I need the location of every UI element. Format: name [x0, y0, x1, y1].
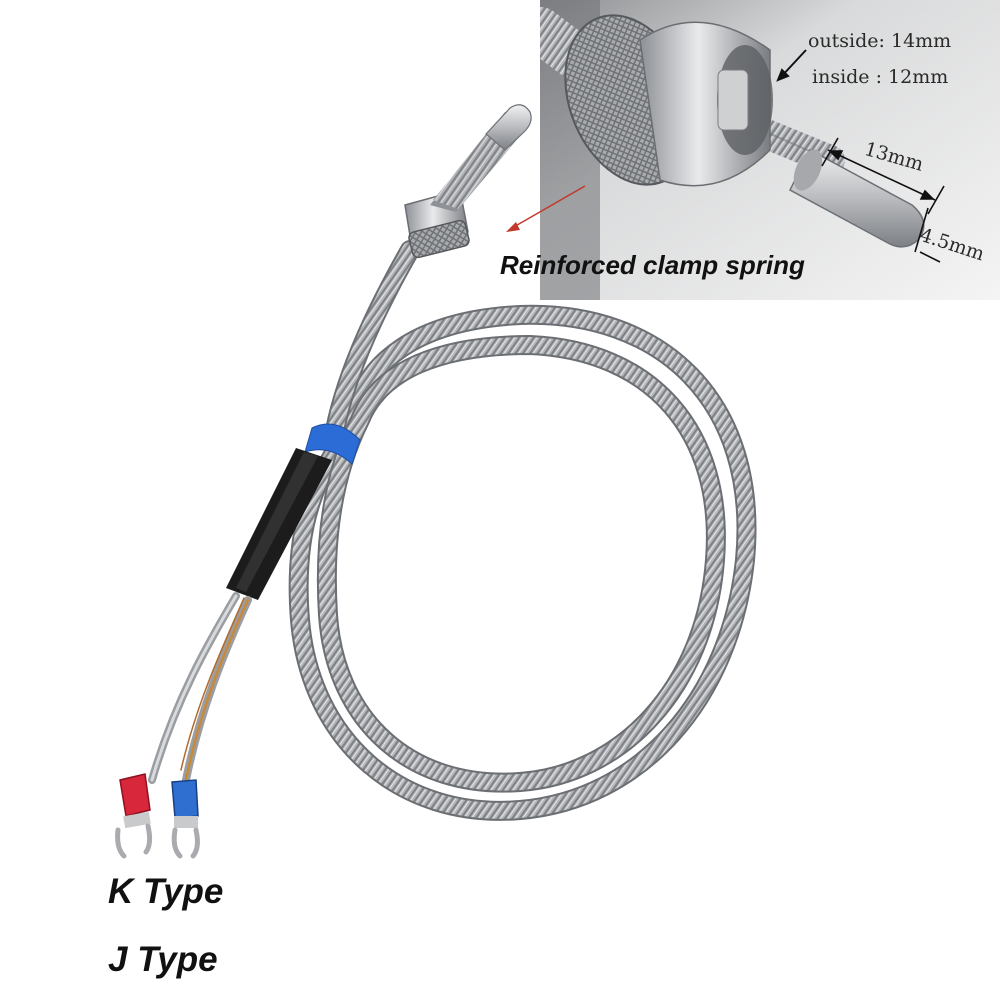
inside-dimension-label: inside : 12mm: [812, 66, 949, 88]
coiled-cable: [288, 240, 757, 821]
red-terminal: [115, 773, 153, 859]
detail-inset: [540, 0, 1000, 300]
callout-arrow: [506, 185, 586, 232]
k-type-label: K Type: [108, 872, 224, 911]
inset-probe-tip: [789, 148, 925, 248]
black-sleeve: [226, 448, 332, 600]
lead-wires: [148, 592, 252, 784]
inset-knurled-nut: [564, 14, 773, 187]
blue-terminal: [171, 779, 200, 859]
length-dimension-line: [821, 137, 945, 215]
reinforced-clamp-spring-caption: Reinforced clamp spring: [500, 250, 805, 280]
j-type-label: J Type: [108, 940, 218, 979]
connector-assembly: [404, 104, 532, 259]
dimension-pointer: [776, 49, 807, 82]
blue-band: [304, 423, 361, 465]
outside-dimension-label: outside: 14mm: [808, 30, 952, 52]
diameter-dimension-line: [914, 207, 941, 263]
